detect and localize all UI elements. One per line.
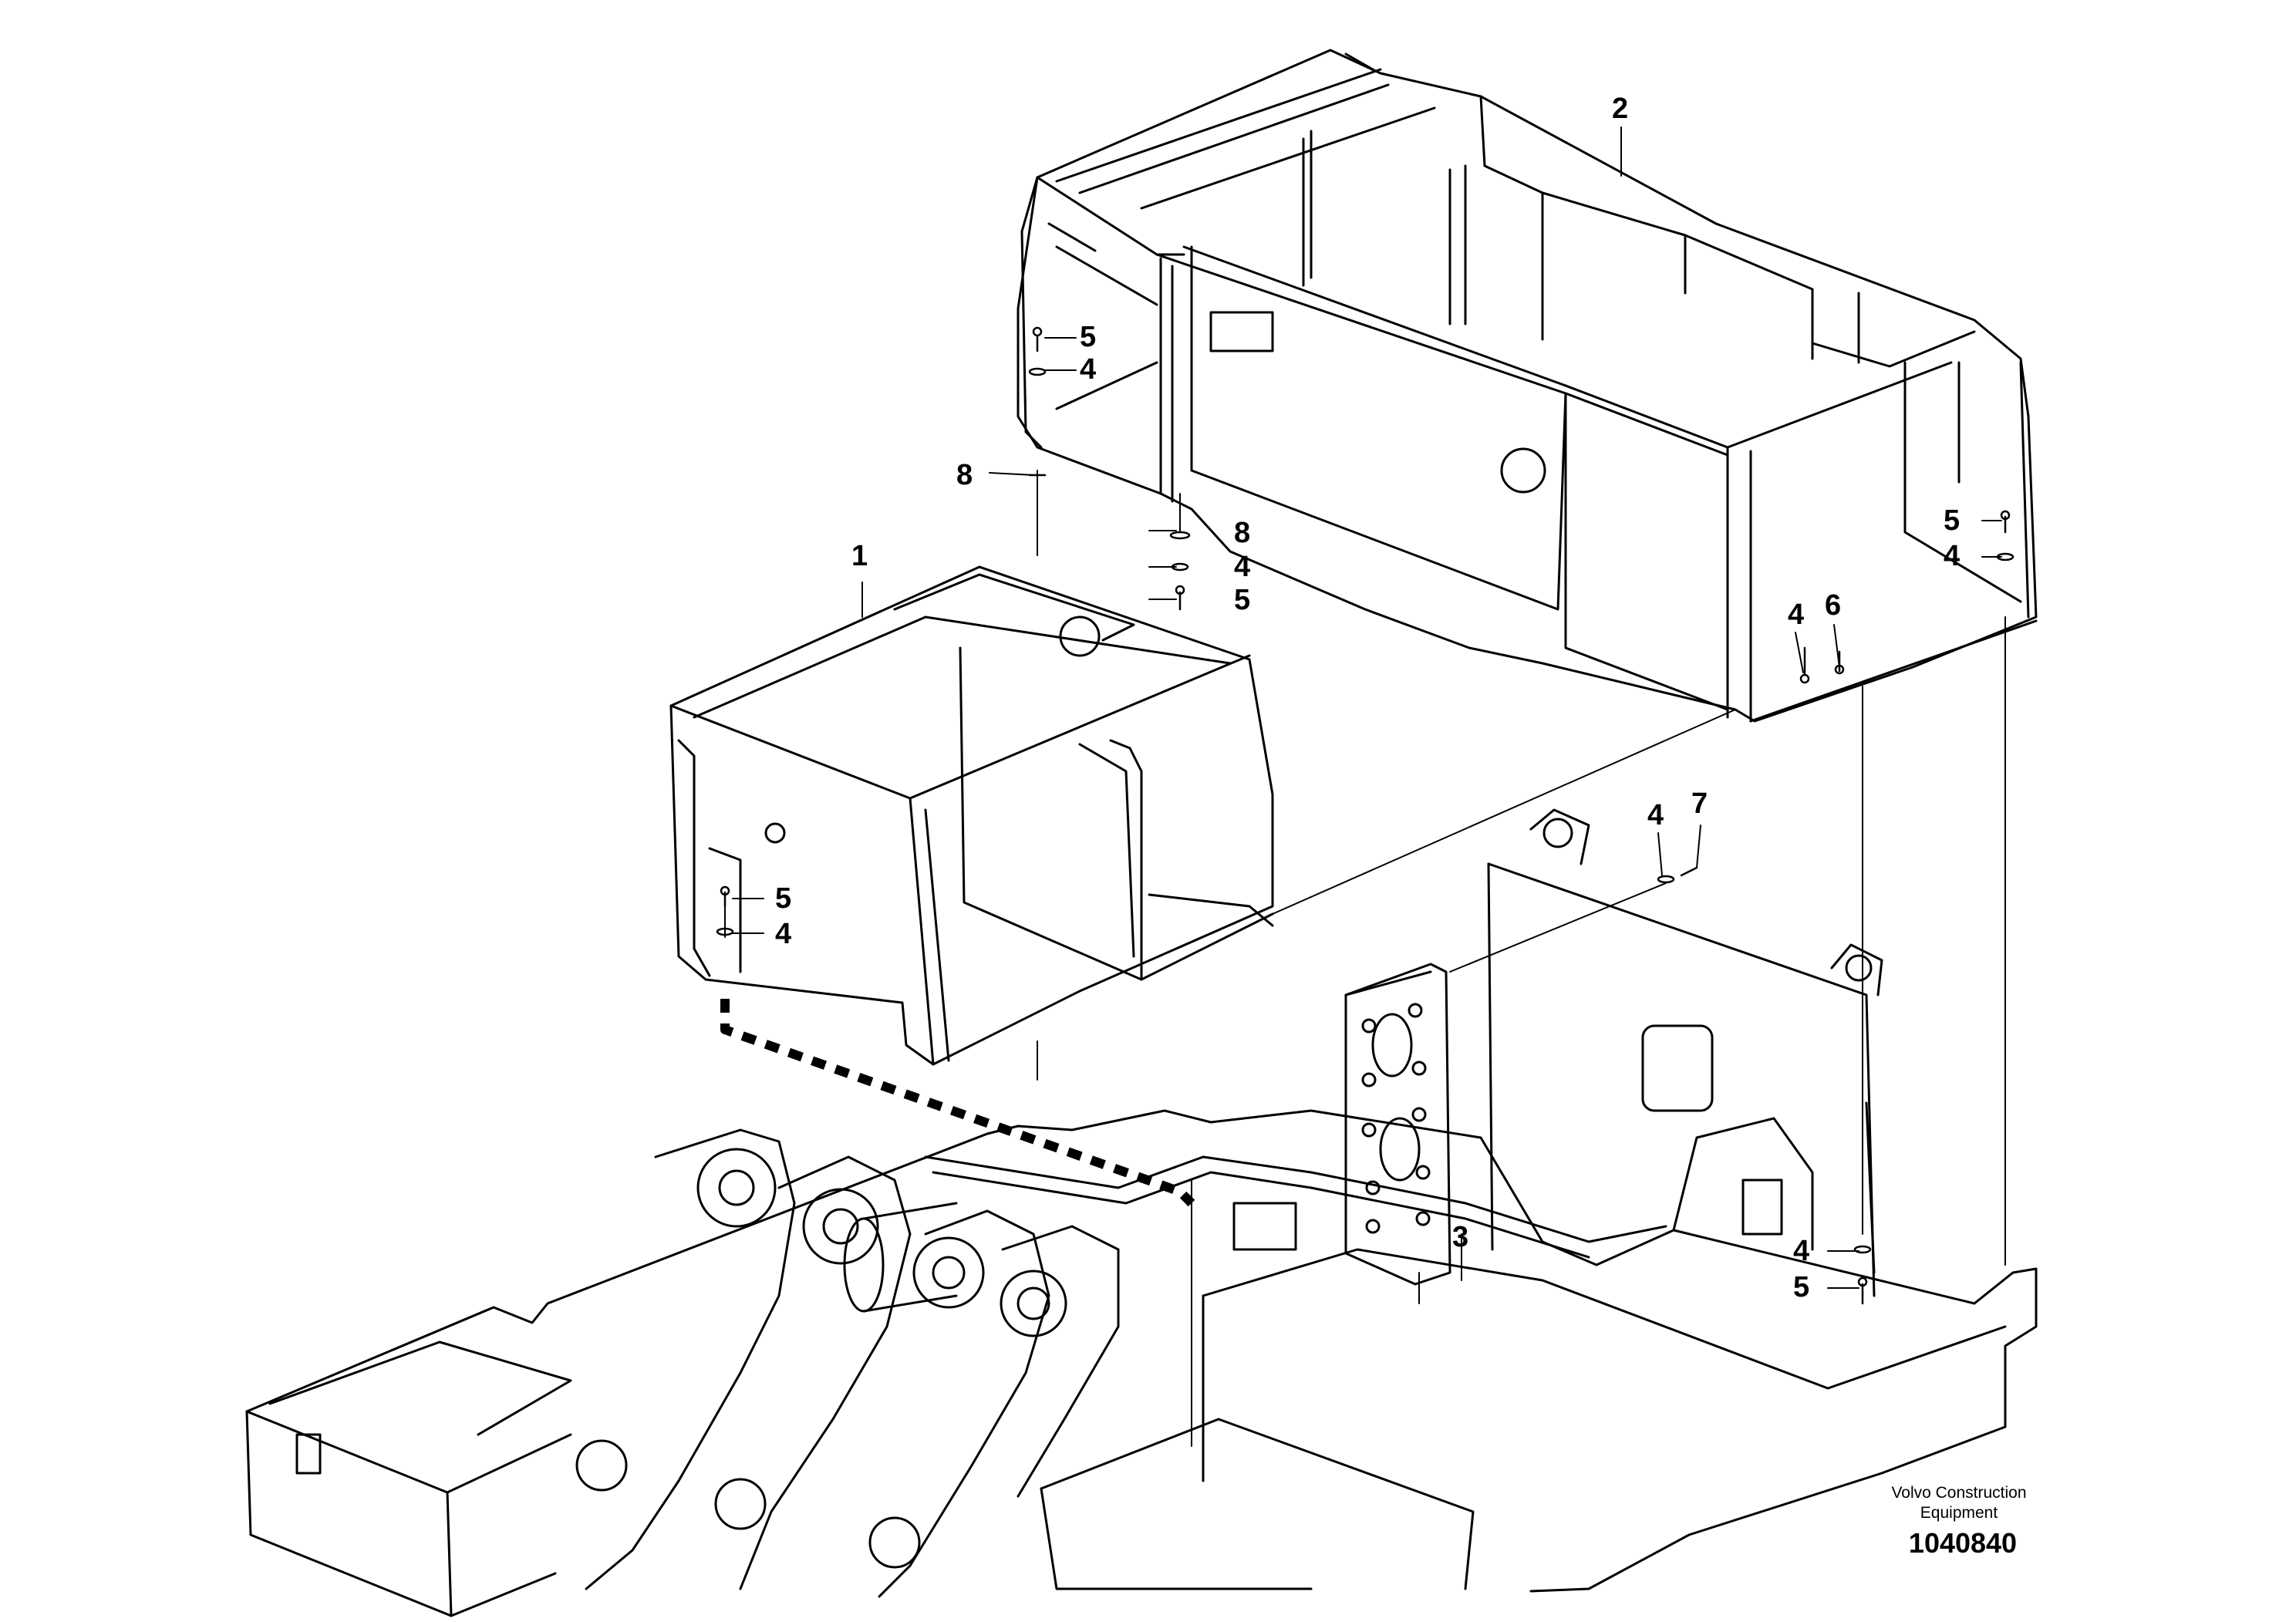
rear-frame-part-2 xyxy=(1017,49,2038,723)
callout-4-center: 4 xyxy=(1234,551,1251,583)
drawing-number: 1040840 xyxy=(1908,1527,2018,1559)
callout-4-plate: 4 xyxy=(1647,799,1664,831)
callout-8-left: 8 xyxy=(956,459,973,491)
callout-5-frame: 5 xyxy=(775,882,792,915)
callout-5-right: 5 xyxy=(1944,504,1961,537)
seal-strip xyxy=(720,999,1195,1207)
callout-4-right: 4 xyxy=(1944,540,1961,572)
callout-2: 2 xyxy=(1612,93,1629,125)
callout-leaders xyxy=(732,126,2002,1289)
brand-name-line2: Equipment xyxy=(1920,1504,1998,1522)
base-frame xyxy=(245,808,2038,1617)
callout-4-top-left: 4 xyxy=(1080,353,1097,386)
callout-4-bottom-right: 4 xyxy=(1793,1235,1810,1267)
plate-part-3 xyxy=(1344,963,1451,1286)
callout-1: 1 xyxy=(851,540,868,572)
callout-4-mid-right: 4 xyxy=(1788,599,1805,631)
callout-6: 6 xyxy=(1825,589,1842,622)
front-frame-part-1 xyxy=(669,565,1274,1066)
callout-3: 3 xyxy=(1452,1221,1469,1253)
callout-7: 7 xyxy=(1691,787,1708,820)
callout-8-center: 8 xyxy=(1234,517,1251,549)
callout-5-top-left: 5 xyxy=(1080,321,1097,353)
callout-4-frame: 4 xyxy=(775,918,792,950)
assembly-guide-lines xyxy=(724,470,2006,1447)
callout-5-center: 5 xyxy=(1234,584,1251,616)
callout-5-bottom-right: 5 xyxy=(1793,1271,1810,1303)
fasteners xyxy=(716,326,2014,1305)
brand-name-line1: Volvo Construction xyxy=(1891,1484,2027,1502)
